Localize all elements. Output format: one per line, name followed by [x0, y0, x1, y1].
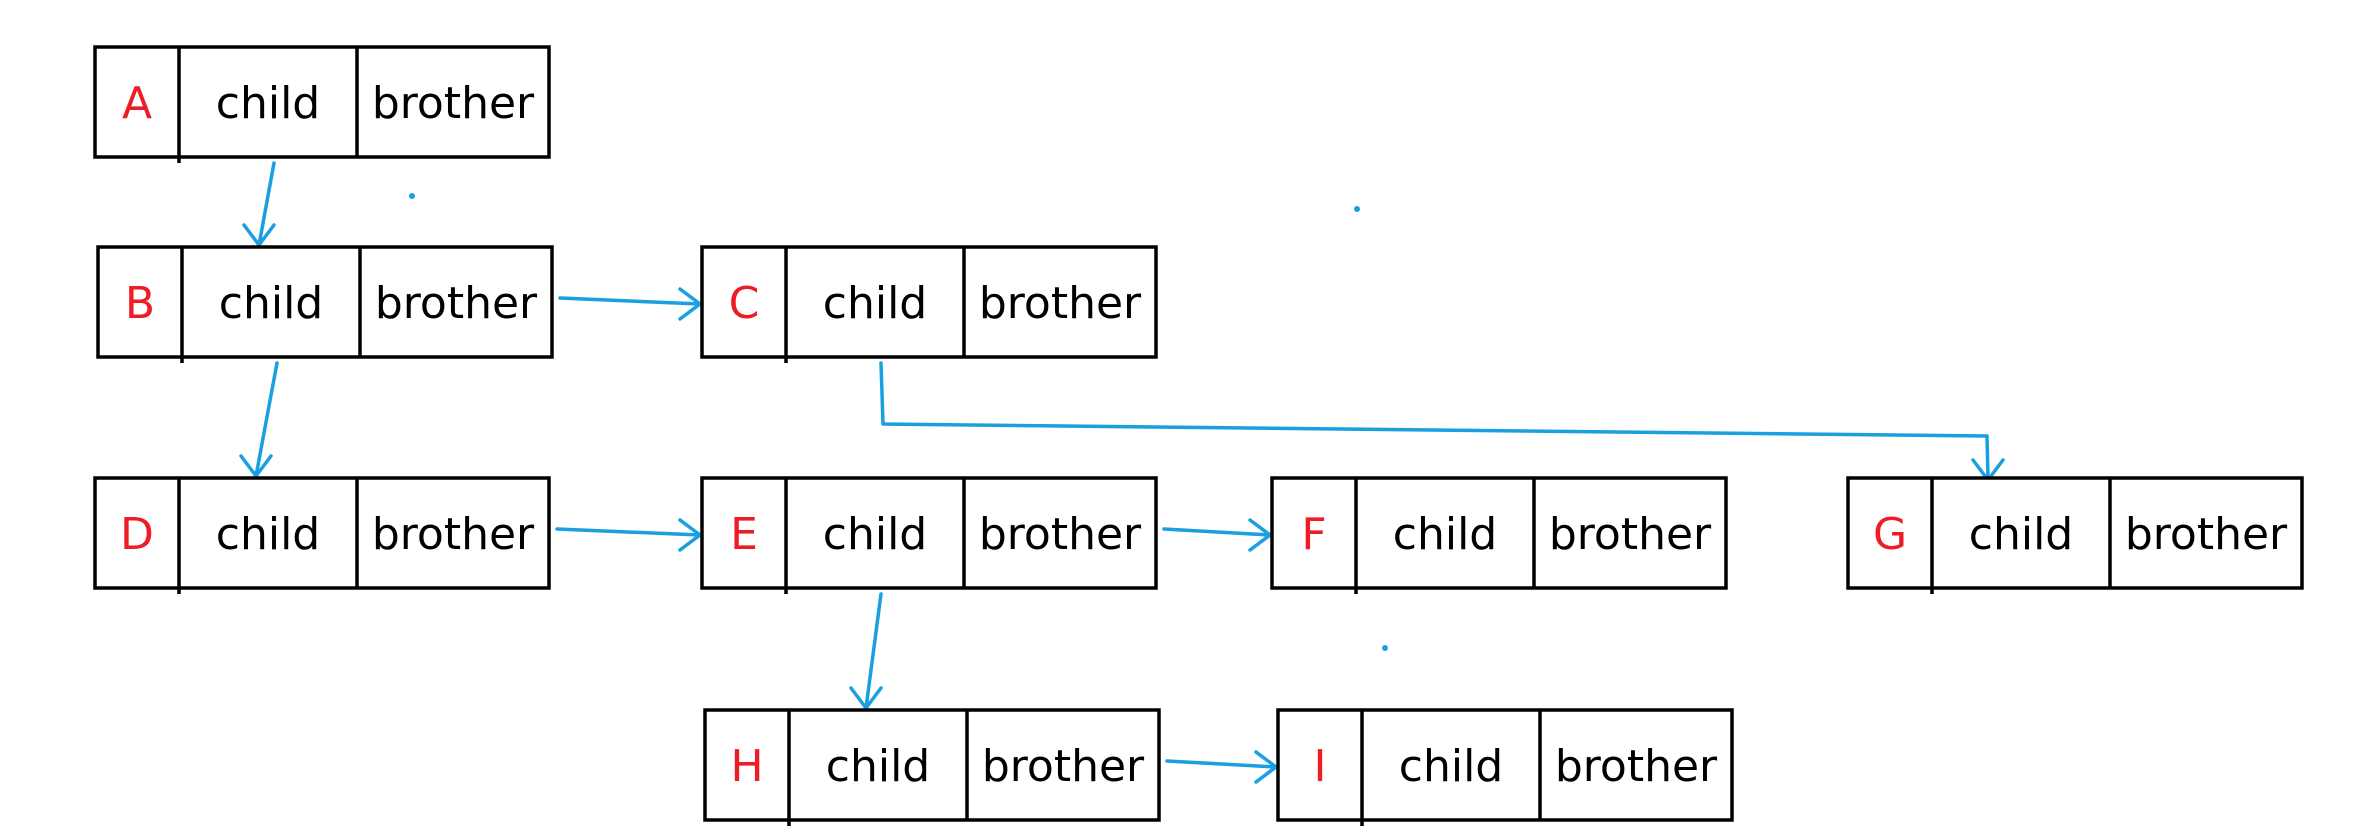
node-field-child: child	[1969, 509, 2073, 560]
ink-speck	[1354, 206, 1360, 212]
node-box	[1846, 476, 2304, 590]
arrowhead	[678, 518, 702, 552]
node-field-child: child	[823, 509, 927, 560]
node-label: I	[1314, 741, 1327, 792]
specks-layer	[409, 193, 1388, 651]
arrowhead	[1254, 750, 1278, 784]
node-label: F	[1301, 509, 1326, 560]
arrowhead	[242, 223, 276, 247]
node-label: H	[730, 741, 763, 792]
node-box	[703, 708, 1161, 822]
node-label: C	[729, 278, 760, 329]
node-box	[96, 245, 554, 359]
node-field-brother: brother	[1549, 509, 1712, 560]
node-field-brother: brother	[2125, 509, 2288, 560]
arrowhead	[1248, 518, 1272, 552]
edges-layer	[239, 161, 2005, 784]
node-label: B	[125, 278, 155, 329]
node-label: E	[730, 509, 758, 560]
node-field-child: child	[1393, 509, 1497, 560]
edge-b-to-c	[558, 287, 702, 321]
node-field-brother: brother	[979, 278, 1142, 329]
edge-line	[558, 296, 702, 306]
edge-h-to-i	[1165, 750, 1278, 784]
edge-c-to-g	[879, 361, 2005, 482]
arrowhead	[849, 686, 883, 710]
node-field-child: child	[216, 509, 320, 560]
node-field-child: child	[216, 78, 320, 129]
edge-b-to-d	[239, 361, 279, 478]
node-label: D	[120, 509, 154, 560]
ink-speck	[1382, 645, 1388, 651]
arrowhead	[239, 454, 273, 478]
edge-e-to-f	[1162, 518, 1272, 552]
node-label: A	[122, 78, 152, 129]
node-field-brother: brother	[375, 278, 538, 329]
node-box	[93, 476, 551, 590]
edge-line	[1162, 527, 1272, 537]
node-box	[1270, 476, 1728, 590]
node-label: G	[1873, 509, 1907, 560]
edge-line	[879, 361, 1990, 482]
node-field-child: child	[219, 278, 323, 329]
node-field-brother: brother	[1555, 741, 1718, 792]
arrowhead	[678, 287, 702, 321]
edge-a-to-b	[242, 161, 276, 247]
edge-line	[555, 527, 702, 537]
ink-speck	[409, 193, 415, 199]
node-box	[700, 245, 1158, 359]
node-field-child: child	[823, 278, 927, 329]
node-box	[1276, 708, 1734, 822]
node-field-brother: brother	[979, 509, 1142, 560]
node-field-brother: brother	[372, 78, 535, 129]
node-field-child: child	[1399, 741, 1503, 792]
node-box	[700, 476, 1158, 590]
edge-line	[1165, 759, 1278, 769]
node-field-child: child	[826, 741, 930, 792]
edge-line	[864, 592, 883, 710]
node-field-brother: brother	[982, 741, 1145, 792]
edge-e-to-h	[849, 592, 883, 710]
node-field-brother: brother	[372, 509, 535, 560]
node-box	[93, 45, 551, 159]
edge-line	[257, 161, 276, 247]
edge-line	[254, 361, 279, 478]
edge-d-to-e	[555, 518, 702, 552]
